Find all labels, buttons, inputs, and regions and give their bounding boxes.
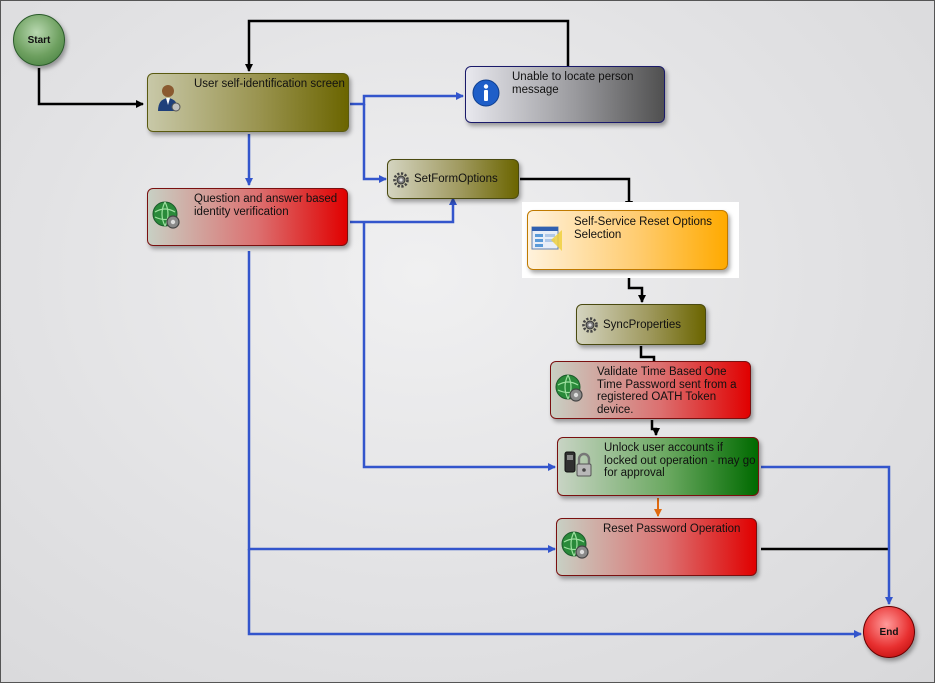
start-node[interactable]: Start: [13, 14, 65, 66]
connector-validate-to-unlock: [650, 420, 660, 436]
connector-user-to-message: [350, 92, 464, 106]
node-label: Reset Password Operation: [603, 523, 741, 535]
globe-gear-icon: [554, 373, 584, 408]
user-icon: [154, 83, 182, 118]
gear-icon: [393, 172, 409, 193]
connector-question-to-reset: [247, 251, 556, 553]
node-label: Self-Service Reset Options Selection: [574, 216, 713, 241]
info-icon: [472, 79, 500, 112]
node-label: Unable to locate person message: [512, 71, 634, 96]
node-label: Validate Time Based One Time Password se…: [597, 366, 737, 416]
node-unable-to-locate[interactable]: Unable to locate person message: [465, 66, 665, 123]
connector-setform-to-selection: [520, 177, 633, 209]
connector-question-to-end: [247, 549, 862, 638]
node-label: SyncProperties: [603, 319, 681, 331]
start-label: Start: [27, 34, 51, 46]
connector-question-to-setform: [350, 197, 457, 224]
node-reset-password[interactable]: Reset Password Operation: [556, 518, 757, 576]
node-validate-totp[interactable]: Validate Time Based One Time Password se…: [550, 361, 751, 419]
connector-selection-to-sync: [627, 273, 646, 303]
gear-icon: [582, 317, 598, 338]
node-set-form-options[interactable]: SetFormOptions: [387, 159, 519, 199]
node-unlock-accounts[interactable]: Unlock user accounts if locked out opera…: [557, 437, 759, 496]
connector-question-to-unlock: [362, 222, 556, 471]
connector-message-loop: [245, 19, 570, 72]
form-icon: [531, 224, 563, 259]
node-question-answer[interactable]: Question and answer based identity verif…: [147, 188, 348, 246]
globe-gear-icon: [560, 530, 590, 565]
end-label: End: [879, 626, 899, 638]
connector-user-to-setform: [362, 104, 387, 183]
node-sync-properties[interactable]: SyncProperties: [576, 304, 706, 345]
node-label: SetFormOptions: [414, 173, 498, 185]
connector-start-to-user: [37, 68, 144, 108]
lock-icon: [563, 448, 593, 485]
node-label: Unlock user accounts if locked out opera…: [604, 442, 756, 479]
end-node[interactable]: End: [863, 606, 915, 658]
globe-gear-icon: [151, 200, 181, 235]
node-reset-options-selection[interactable]: Self-Service Reset Options Selection: [527, 210, 728, 270]
connector-sync-to-validate: [639, 346, 656, 361]
node-user-identification[interactable]: User self-identification screen: [147, 73, 349, 132]
connector-unlock-to-end: [761, 465, 893, 605]
node-label: Question and answer based identity verif…: [194, 193, 338, 218]
node-label: User self-identification screen: [194, 78, 345, 90]
